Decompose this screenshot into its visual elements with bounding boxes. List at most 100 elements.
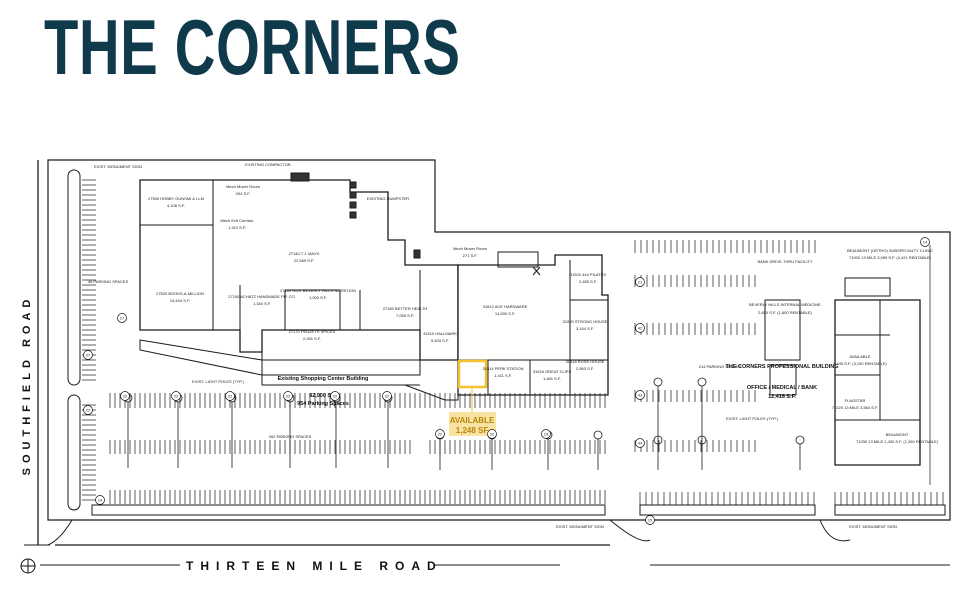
stall-count: 22 xyxy=(385,394,390,399)
tenant-area: 3,164 S.F. xyxy=(576,326,594,331)
stall-count: 42 xyxy=(638,326,643,331)
available-label: AVAILABLE xyxy=(450,416,495,425)
stall-count-marker: 14 xyxy=(920,237,930,247)
new-building-label: THE CORNERS PROFESSIONAL BUILDING xyxy=(726,364,839,370)
stall-count-marker: 22 xyxy=(171,391,181,401)
available-area: 1,248 SF xyxy=(456,426,489,435)
stall-count: 27 xyxy=(120,316,125,321)
stall-count: 22 xyxy=(438,432,443,437)
exit-corridor-area: 1,310 S.F. xyxy=(228,225,246,230)
new-building-use: OFFICE / MEDICAL / BANK xyxy=(747,385,817,391)
stall-count: 22 xyxy=(86,408,91,413)
stall-count-marker: 22 xyxy=(83,405,93,415)
tenant-area: 7,059 S.F. xyxy=(396,313,414,318)
stall-count-marker: 21 xyxy=(635,277,645,287)
tenant-name: 27500 HOBBY GUNSMI & LLM xyxy=(148,196,204,201)
bank-drive-note: BANK DRIVE-THRU FACILITY xyxy=(757,259,812,264)
pylon-top-note: EXIST. MONUMENT SIGN xyxy=(94,164,142,169)
stall-count-marker: 14 xyxy=(95,495,105,505)
existing-building-area: 82,000 S.F. xyxy=(309,393,337,399)
tenant-name: 31512 ACE HARDWARE xyxy=(483,304,528,309)
light-poles-left-note: EXIST. LIGHT POLES (TYP.) xyxy=(192,379,244,384)
tenant-area: 1,000 S.F. xyxy=(309,295,327,300)
beverly-internal-label: BEVERLY HILLS INTERNAL MEDICINE xyxy=(749,302,821,307)
tenant-name: 31514 PERK STATION xyxy=(483,366,524,371)
tenant-area: 14,900 S.F. xyxy=(495,311,515,316)
tenant-area: 1,411 S.F. xyxy=(494,373,512,378)
dumpster-note: EXISTING DUMPSTER xyxy=(367,196,409,201)
thirteen-mile-road-label: THIRTEEN MILE ROAD xyxy=(186,559,443,573)
stall-count: 22 xyxy=(174,394,179,399)
stall-count-marker: 42 xyxy=(635,323,645,333)
stall-count: 21 xyxy=(638,280,643,285)
tenant-area: 71000 13 MILE 3,059 S.F. (4,421 RENTABLE… xyxy=(849,255,932,260)
stall-count-marker: 22 xyxy=(382,391,392,401)
parking-right-note: 214 PARKING SPACES xyxy=(699,364,742,369)
compass-logo xyxy=(20,558,36,574)
stall-count-marker: 43 xyxy=(635,390,645,400)
stall-count-marker: 22 xyxy=(435,429,445,439)
tenant-name: BEAUMONT xyxy=(886,432,909,437)
stall-count-marker: 22 xyxy=(225,391,235,401)
stall-count-marker: 22 xyxy=(120,391,130,401)
tenant-area: 9,403 S.F. xyxy=(431,338,449,343)
tenant-name: AVAILABLE xyxy=(850,354,871,359)
tenant-area: 2,261 S.F. xyxy=(303,336,321,341)
tenant-area: 1,340 S.F. xyxy=(253,301,271,306)
stall-count: 43 xyxy=(638,393,643,398)
stall-count: 22 xyxy=(333,394,338,399)
tenant-area: 4,108 S.F. xyxy=(167,203,185,208)
tenant-area: 2,563 S.F. xyxy=(576,366,594,371)
pylon-right-bottom-note: EXIST. MONUMENT SIGN xyxy=(849,524,897,529)
existing-building-label: Existing Shopping Center Building xyxy=(278,376,369,382)
mech-room-1-label: Mech Mover Room xyxy=(226,184,260,189)
stall-count: 22 xyxy=(123,394,128,399)
compactor-note: EXISTING COMPACTOR xyxy=(245,162,291,167)
southfield-road-label: SOUTHFIELD ROAD xyxy=(21,295,33,476)
parking-main-note: 262 PARKING SPACES xyxy=(269,434,312,439)
tenant-name: 31522 444 PILATES xyxy=(570,272,607,277)
mech-room-2-label: Mech Mover Room xyxy=(453,246,487,251)
stall-count-marker: 27 xyxy=(117,313,127,323)
available-suite-highlight[interactable] xyxy=(457,359,488,389)
tenant-name: 31516 GREAT CLIPS xyxy=(533,369,572,374)
tenant-area: 71030 13 MILE 1,430 S.F. (1,260 RENTABLE… xyxy=(856,439,939,444)
exit-corridor-label: Mech Exit Corridor xyxy=(220,218,254,223)
stall-count: 44 xyxy=(638,441,643,446)
tenant-area: 1,461 S.F. xyxy=(543,376,561,381)
tenant-name: 27180 BETTER HEALTH xyxy=(383,306,428,311)
light-poles-right-note: EXIST. LIGHT POLES (TYP.) xyxy=(726,416,778,421)
stall-count-marker: 22 xyxy=(283,391,293,401)
page-title: THE CORNERS xyxy=(44,3,461,91)
mech-room-1-area: 294 S.F. xyxy=(236,191,251,196)
tenant-name: FLAGSTAR xyxy=(845,398,866,403)
beverly-internal-detail: 2,650 S.F. (1,600 RENTABLE) xyxy=(758,310,812,315)
stall-count: 14 xyxy=(98,498,103,503)
light-pole-icon xyxy=(795,435,805,445)
parking-left-note: 46 PARKING SPACES xyxy=(88,279,129,284)
new-building-area: 12,418 S.F. xyxy=(768,394,796,400)
stall-count-marker: 19 xyxy=(541,429,551,439)
tenant-name: 27150 ACHATZ HANDMADE PIE CO. xyxy=(228,294,296,299)
tenant-name: 27520 BOOKS-A-MILLION xyxy=(156,291,204,296)
tenant-area: 3,545 S.F. (3,150 RENTABLE) xyxy=(833,361,887,366)
stall-count: 22 xyxy=(286,394,291,399)
light-pole-icon xyxy=(697,377,707,387)
stall-count-marker: 22 xyxy=(330,391,340,401)
tenant-name: BEAUMONT (ORTHO) SUBSPECIALTY CLINIC xyxy=(847,248,933,253)
stall-count: 15 xyxy=(648,518,653,523)
light-pole-icon xyxy=(593,430,603,440)
mech-room-2-area: 271 S.F. xyxy=(463,253,478,258)
stall-count: 27 xyxy=(86,353,91,358)
tenant-name: 27170 PENZEYS SPICES xyxy=(289,329,336,334)
road-left-text: SOUTHFIELD ROAD xyxy=(21,295,33,476)
tenant-name: 27140 T.J. MAXX xyxy=(289,251,320,256)
tenant-name: 31518 ROSE HOUSE xyxy=(566,359,605,364)
light-pole-icon xyxy=(653,377,663,387)
tenant-area: 14,404 S.F. xyxy=(170,298,190,303)
stall-count: 19 xyxy=(544,432,549,437)
tenant-name: 27160 GUS' BEVERLY HILLS NUTRITION xyxy=(280,288,356,293)
tenant-area: 71020 13 MILE 3,564 S.F. xyxy=(832,405,878,410)
stall-count-marker: 44 xyxy=(635,438,645,448)
